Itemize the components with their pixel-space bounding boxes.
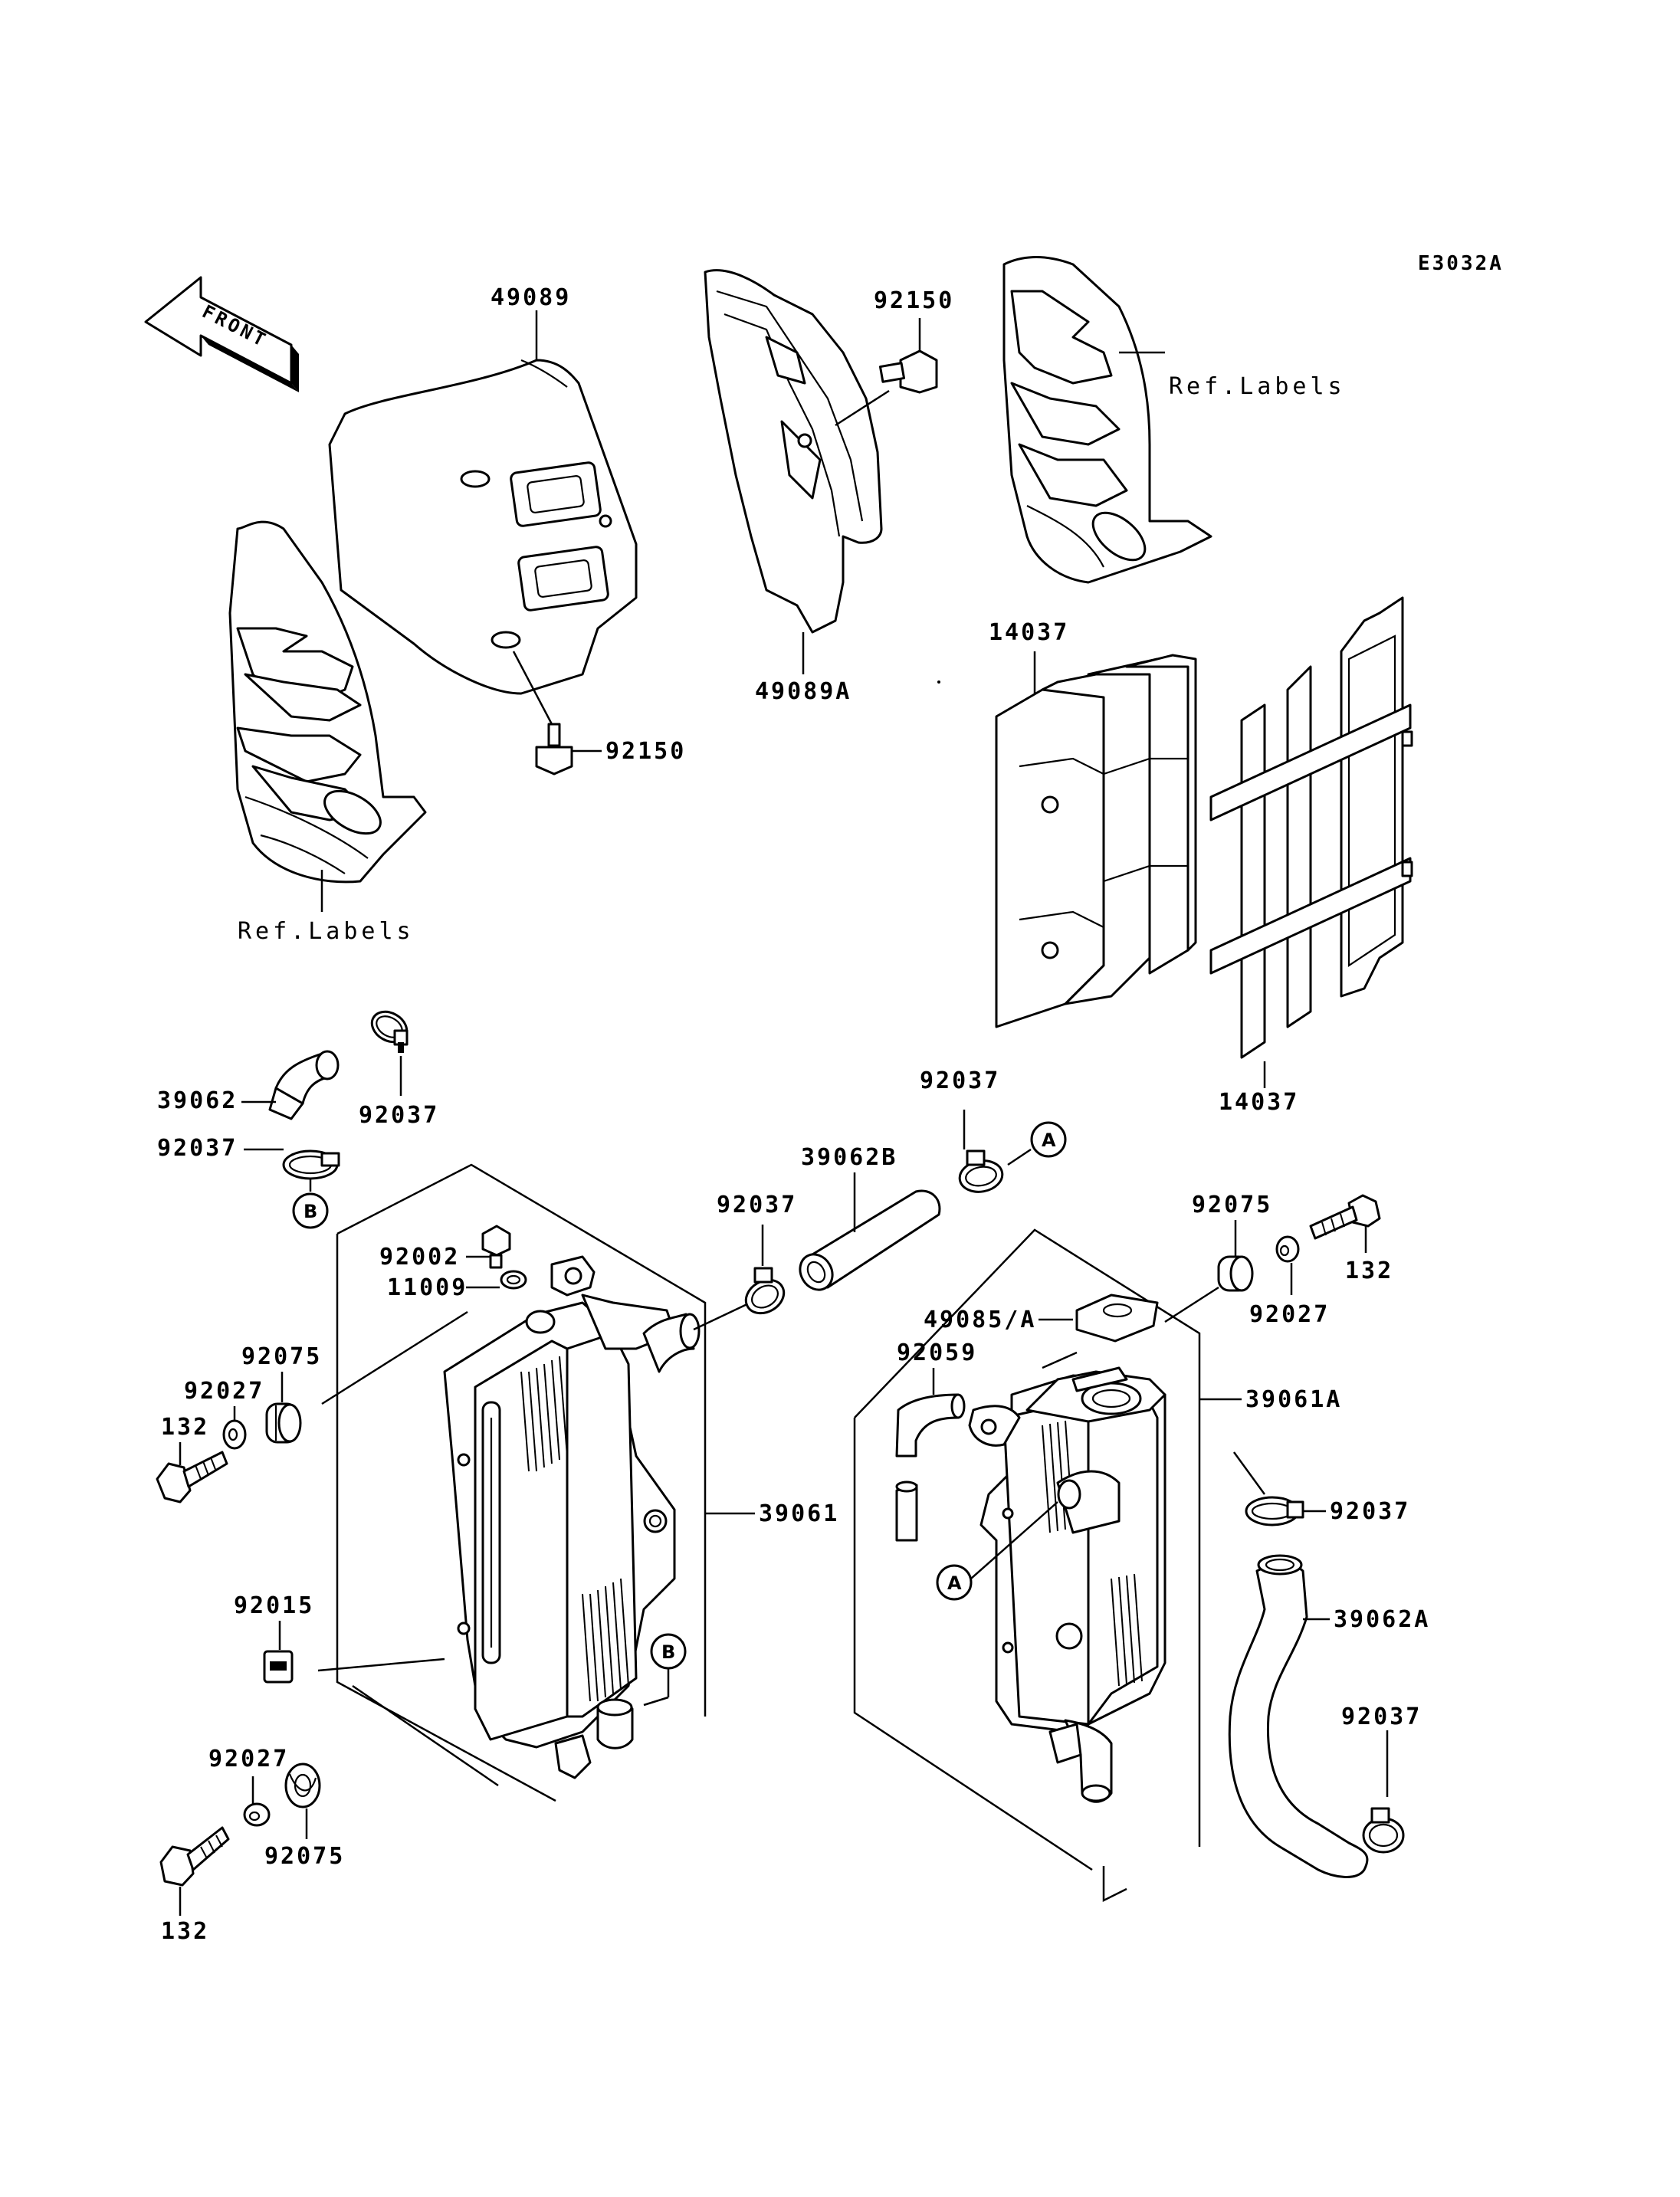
svg-text:A: A	[1042, 1130, 1056, 1151]
label-92037-b: 92037	[157, 1135, 238, 1162]
label-92075-bottom: 92075	[264, 1843, 345, 1870]
grommet-92075-right	[1217, 1255, 1254, 1292]
svg-text:B: B	[304, 1201, 317, 1222]
bolt-92150-top	[878, 349, 938, 394]
front-arrow-icon: FRONT	[144, 276, 299, 392]
label-39062: 39062	[157, 1087, 238, 1114]
shroud-49089	[328, 359, 638, 695]
washer-11009	[500, 1270, 527, 1290]
label-92027-left: 92027	[184, 1378, 264, 1405]
clamp-92037-c	[744, 1267, 786, 1315]
label-92075-left: 92075	[241, 1343, 322, 1370]
label-11009: 11009	[387, 1274, 468, 1301]
clamp-92037-e	[1245, 1496, 1304, 1526]
label-132-bottom: 132	[161, 1918, 209, 1945]
bolt-92002	[481, 1225, 511, 1269]
bolt-92150-left	[535, 723, 573, 776]
radiator-39061A	[853, 1228, 1201, 1903]
circle-marker-b-top: B	[292, 1192, 329, 1229]
collar-92027-left	[222, 1419, 247, 1450]
hose-92059	[895, 1393, 966, 1542]
louver-14037-front	[995, 654, 1197, 1028]
clamp-92037-a	[370, 1010, 409, 1053]
circle-marker-a-radiator: A	[936, 1564, 973, 1601]
side-shroud-left	[228, 520, 427, 884]
collar-92027-right	[1275, 1235, 1300, 1263]
side-shroud-right	[1002, 256, 1212, 584]
label-14037-bottom: 14037	[1219, 1089, 1299, 1116]
label-49089A: 49089A	[755, 678, 851, 705]
clamp-92037-d	[958, 1149, 1004, 1193]
radiator-39061	[336, 1163, 707, 1802]
label-92027-bottom: 92027	[208, 1746, 289, 1772]
label-92037-d: 92037	[920, 1067, 1000, 1094]
label-39062A: 39062A	[1334, 1606, 1430, 1633]
circle-marker-b-radiator: B	[650, 1633, 687, 1670]
label-49089: 49089	[491, 284, 571, 311]
label-92037-e: 92037	[1330, 1498, 1410, 1525]
label-ref-labels-right: Ref.Labels	[1169, 373, 1346, 400]
label-92037-a: 92037	[359, 1102, 439, 1129]
hose-39062A	[1228, 1554, 1369, 1878]
label-39061A: 39061A	[1245, 1386, 1342, 1413]
clip-92015	[263, 1650, 294, 1684]
clamp-92037-f	[1362, 1807, 1405, 1854]
label-92150-top: 92150	[874, 287, 954, 314]
label-92015: 92015	[234, 1592, 314, 1619]
clamp-92037-b	[282, 1149, 340, 1180]
diagram-code: E3032A	[1418, 252, 1504, 275]
label-132-right: 132	[1345, 1258, 1393, 1284]
label-92002: 92002	[379, 1244, 460, 1271]
svg-text:B: B	[661, 1641, 675, 1663]
shroud-49089A	[704, 269, 883, 634]
grommet-92075-bottom	[284, 1763, 321, 1808]
label-92075-right: 92075	[1192, 1192, 1272, 1218]
collar-92027-bottom	[243, 1802, 271, 1827]
bolt-132-bottom	[159, 1826, 230, 1887]
circle-marker-a-top: A	[1030, 1121, 1067, 1158]
hose-39062B	[799, 1189, 941, 1291]
label-132-left: 132	[161, 1414, 209, 1441]
label-92027-right: 92027	[1249, 1301, 1330, 1328]
label-49085A: 49085/A	[924, 1307, 1036, 1333]
label-39062B: 39062B	[801, 1144, 897, 1171]
grommet-92075-left	[265, 1402, 302, 1444]
label-92059: 92059	[897, 1340, 977, 1366]
label-14037-top: 14037	[989, 619, 1069, 646]
cap-49085A	[1075, 1294, 1159, 1343]
label-ref-labels-left: Ref.Labels	[238, 918, 415, 945]
label-92150-left: 92150	[605, 738, 686, 765]
label-92037-f: 92037	[1341, 1703, 1422, 1730]
label-92037-c: 92037	[717, 1192, 797, 1218]
label-39061: 39061	[759, 1500, 839, 1527]
bolt-132-left	[156, 1451, 228, 1503]
bolt-132-right	[1309, 1194, 1381, 1240]
louver-14037-rear	[1209, 596, 1413, 1059]
hose-39062	[268, 1050, 340, 1120]
svg-text:A: A	[947, 1572, 962, 1594]
